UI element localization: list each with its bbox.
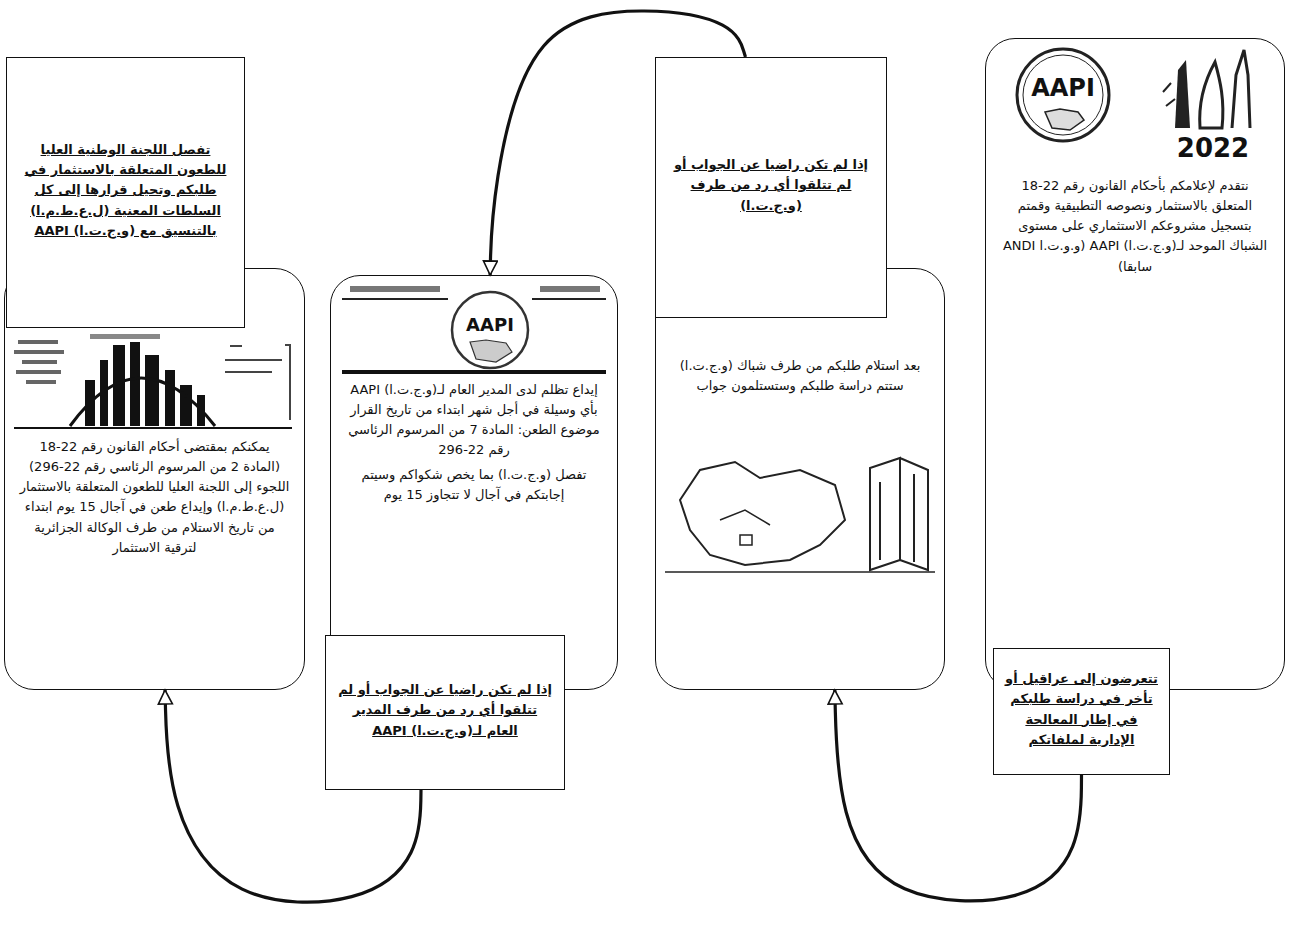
logo-ring <box>452 292 528 368</box>
header-rule <box>342 370 606 374</box>
note-box: إذا لم تكن راضيا عن الجواب أو لم تتلقوا … <box>325 635 565 790</box>
bar <box>130 342 140 426</box>
map-detail <box>720 510 770 545</box>
text-line <box>22 360 57 364</box>
map-sketch <box>680 462 845 565</box>
box-text: تفصل اللجنة الوطنية العليا للطعون المتعل… <box>17 140 234 241</box>
box-text: تتعرضون إلى عراقيل أو تأخر في دراسة طلبك… <box>1004 669 1159 750</box>
bar <box>145 355 159 426</box>
process-box: بعد استلام طلبكم من طرف شباك (و.ج.ت.ا) س… <box>655 268 945 690</box>
emblem-tower <box>1175 60 1190 128</box>
emblem-flame <box>1200 62 1223 128</box>
box-text: إذا لم تكن راضيا عن الجواب أو لم تتلقوا … <box>336 680 554 740</box>
text-line <box>14 350 64 354</box>
box-text: بعد استلام طلبكم من طرف شباك (و.ج.ت.ا) س… <box>670 356 930 396</box>
box-text: يمكنكم بمقتضى أحكام القانون رقم 22-18 (ا… <box>19 437 290 558</box>
note-box: تتعرضون إلى عراقيل أو تأخر في دراسة طلبك… <box>993 648 1170 775</box>
logo-text: AAPI <box>1031 74 1095 102</box>
logo-ring <box>1017 49 1109 141</box>
emblem-stroke <box>1163 83 1175 106</box>
ground-line <box>14 427 292 429</box>
bar <box>165 370 175 426</box>
box-text: إيداع تظلم لدى المدير العام لـ(و.ج.ت.ا) … <box>345 380 603 461</box>
emblem-spire <box>1232 50 1250 128</box>
sketch-line <box>225 345 290 420</box>
process-box: نتقدم لإعلامكم بأحكام القانون رقم 22-18 … <box>985 38 1285 690</box>
process-box: يمكنكم بمقتضى أحكام القانون رقم 22-18 (ا… <box>4 268 305 690</box>
text-line <box>90 334 160 339</box>
ground-line <box>665 571 935 573</box>
header-strip <box>350 286 440 292</box>
logo-ring <box>1023 55 1103 135</box>
text-line <box>16 370 61 374</box>
logo-text: 2022 <box>1177 133 1249 163</box>
note-box: تفصل اللجنة الوطنية العليا للطعون المتعل… <box>6 57 245 328</box>
text-line <box>26 380 56 384</box>
text-line <box>18 340 58 344</box>
box-text: إذا لم تكن راضيا عن الجواب أو لم تتلقوا … <box>666 155 876 215</box>
book-sketch <box>870 458 928 570</box>
process-box: إيداع تظلم لدى المدير العام لـ(و.ج.ت.ا) … <box>330 275 618 690</box>
map-icon <box>1045 109 1084 130</box>
arch <box>70 378 215 426</box>
box-text: تفصل (و.ج.ت.ا) بما يخص شكواكم وسيتم إجاب… <box>345 465 603 505</box>
map-icon <box>470 340 512 362</box>
box-text: نتقدم لإعلامكم بأحكام القانون رقم 22-18 … <box>1000 176 1270 277</box>
header-strip <box>540 286 600 292</box>
note-box: إذا لم تكن راضيا عن الجواب أو لم تتلقوا … <box>655 57 887 318</box>
logo-text: AAPI <box>466 314 514 335</box>
